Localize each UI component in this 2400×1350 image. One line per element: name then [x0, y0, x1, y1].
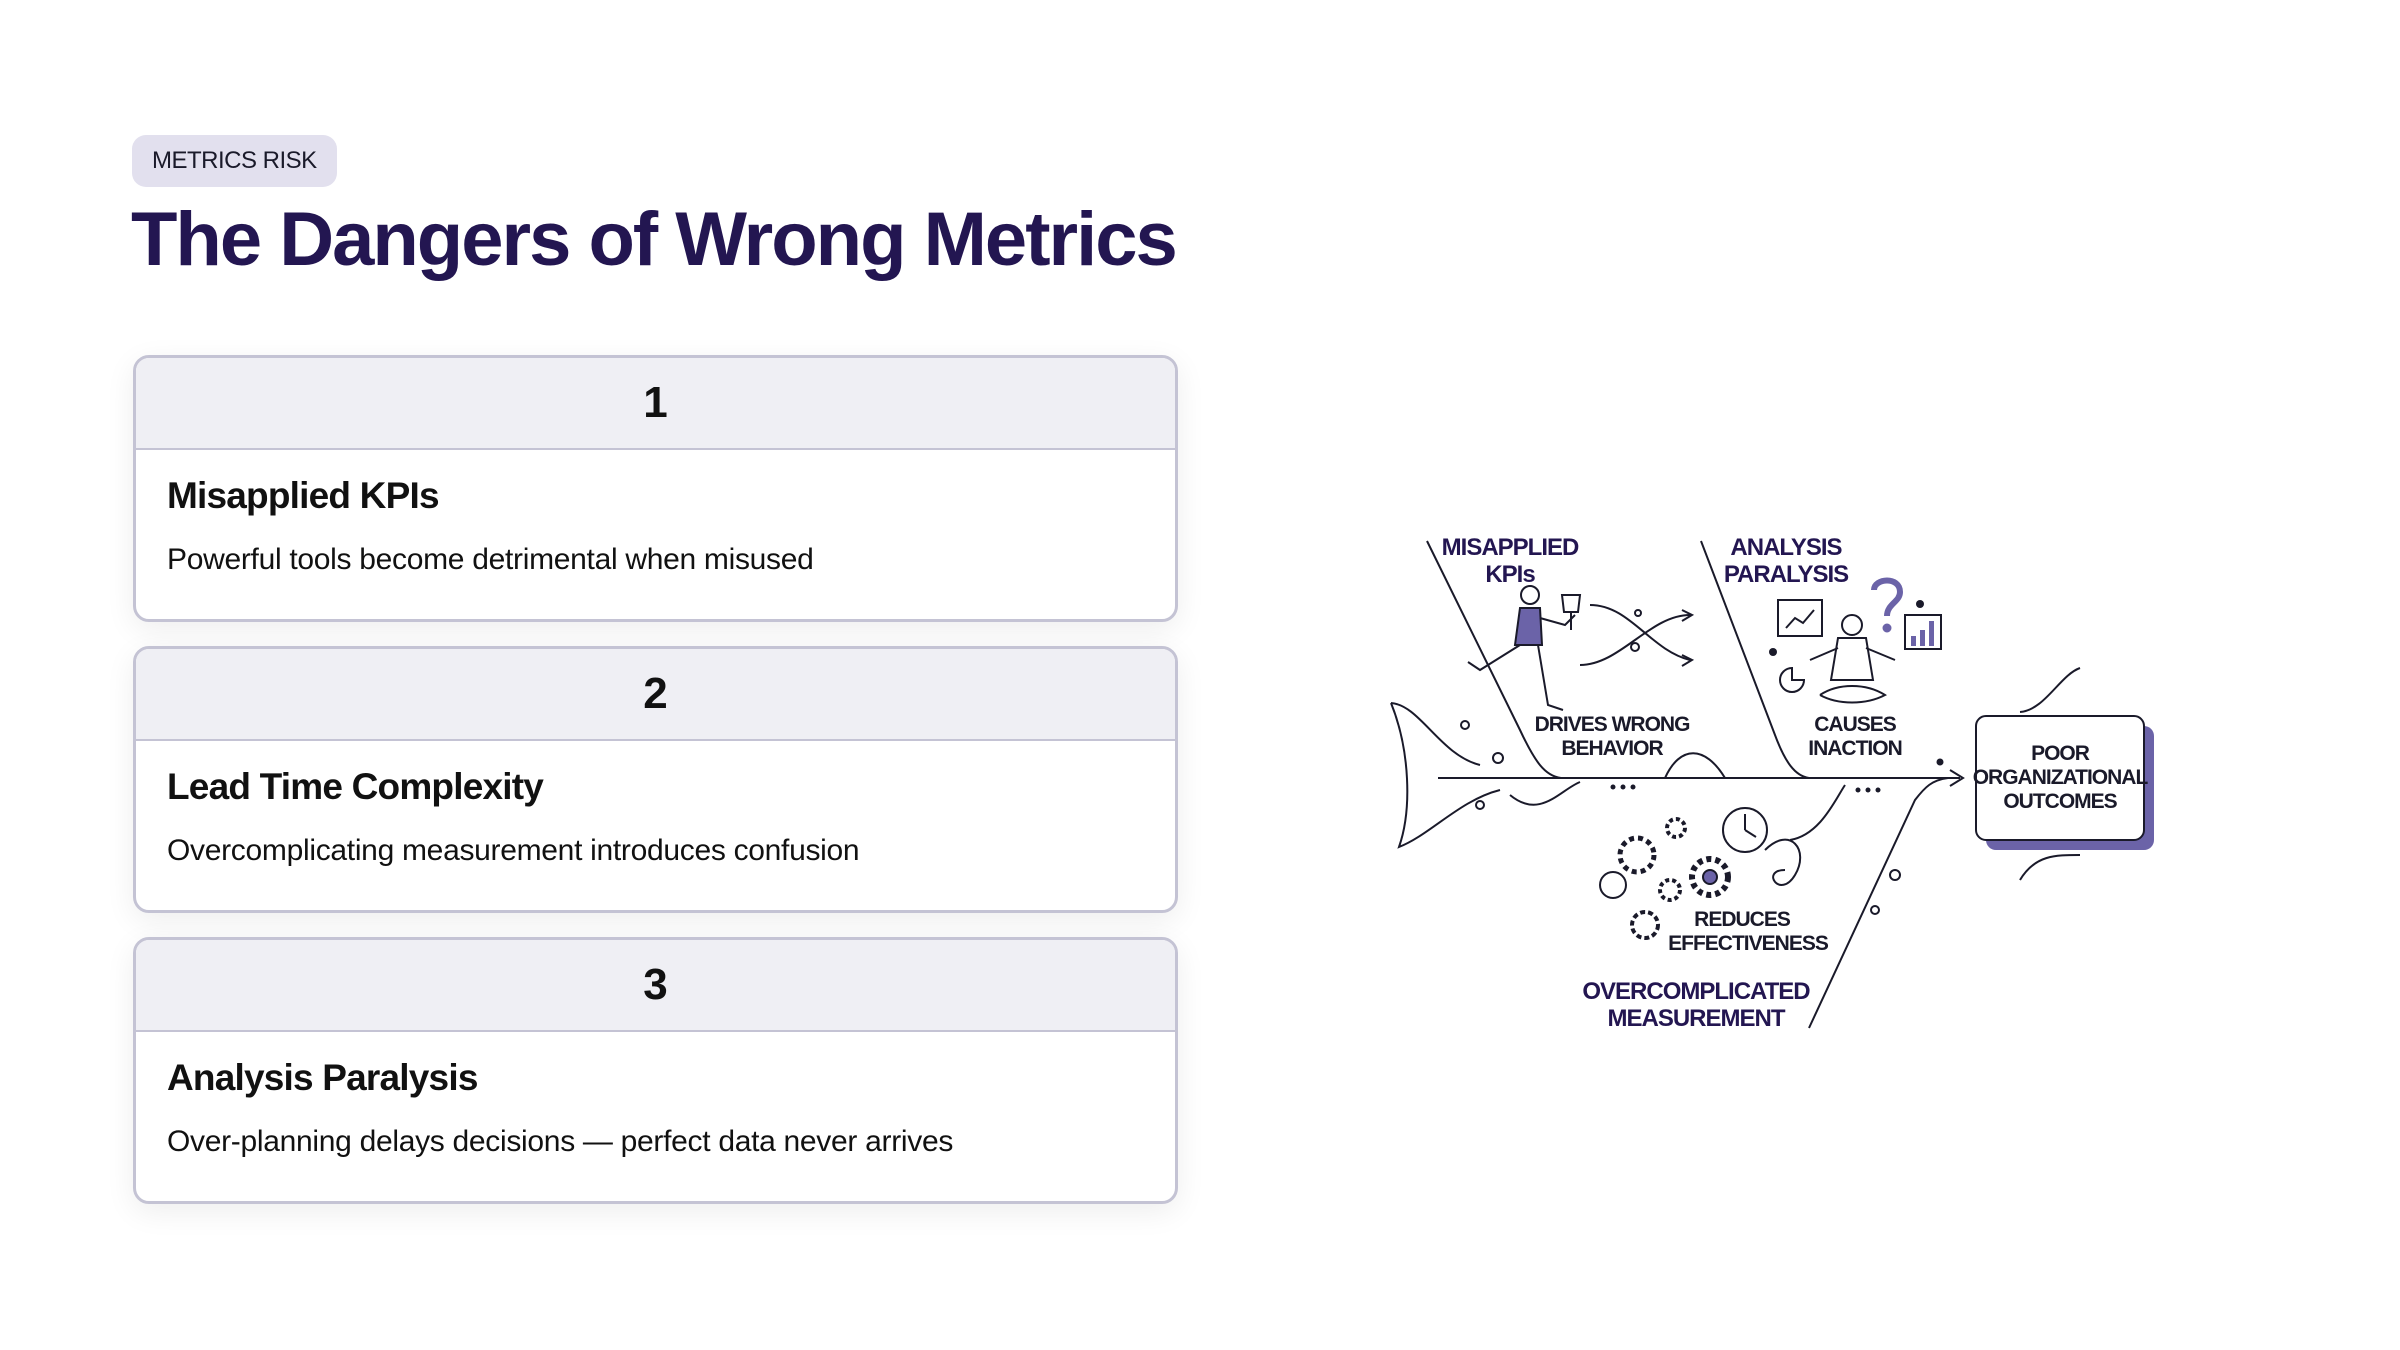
page-title: The Dangers of Wrong Metrics — [131, 197, 1178, 282]
clock-icon — [1722, 807, 1768, 853]
thinker-icon — [1809, 637, 1896, 704]
bar-chart-icon — [1904, 614, 1942, 650]
outcome-box — [1975, 715, 2145, 841]
spine-arrowhead — [1949, 769, 1965, 787]
clock-icon — [1599, 871, 1627, 899]
card-description: Over-planning delays decisions — perfect… — [167, 1125, 954, 1158]
card-description: Powerful tools become detrimental when m… — [167, 543, 814, 576]
runner-head-icon — [1520, 585, 1540, 605]
runner-icon — [1513, 607, 1544, 646]
gear-icon — [1630, 910, 1660, 940]
risk-card-3: 3 Analysis Paralysis Over-planning delay… — [133, 937, 1178, 1204]
risk-card-2: 2 Lead Time Complexity Overcomplicating … — [133, 646, 1178, 913]
question-mark-icon — [1871, 577, 1904, 617]
thinker-head-icon — [1841, 614, 1863, 636]
gear-icon — [1665, 817, 1687, 839]
pie-chart-icon — [1779, 666, 1806, 693]
card-title: Analysis Paralysis — [167, 1057, 478, 1098]
chart-card-icon — [1777, 599, 1823, 637]
card-number: 3 — [136, 940, 1175, 1032]
bone-misapplied-kpis — [1426, 540, 1562, 779]
gear-icon — [1689, 856, 1731, 898]
card-description: Overcomplicating measurement introduces … — [167, 834, 860, 867]
trophy-icon — [1560, 594, 1582, 630]
bone-analysis-paralysis — [1700, 540, 1810, 779]
card-number: 2 — [136, 649, 1175, 741]
card-number: 1 — [136, 358, 1175, 450]
fish-tail — [1390, 702, 1501, 849]
section-badge: METRICS RISK — [132, 135, 337, 187]
card-title: Misapplied KPIs — [167, 475, 440, 516]
bone-overcomplicated — [1808, 777, 1949, 1029]
gear-icon — [1658, 878, 1682, 902]
gear-icon — [1617, 835, 1657, 875]
card-title: Lead Time Complexity — [167, 766, 544, 807]
risk-card-1: 1 Misapplied KPIs Powerful tools become … — [133, 355, 1178, 622]
